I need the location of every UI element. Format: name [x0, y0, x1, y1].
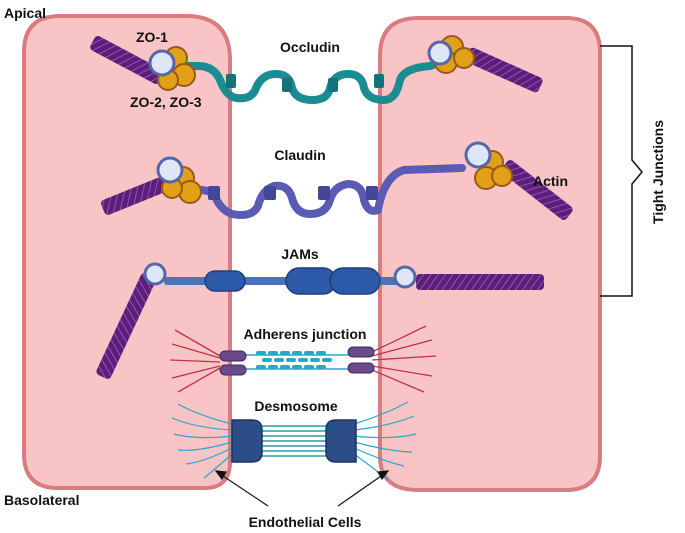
claudin-label: Claudin — [274, 147, 325, 163]
adherens-label: Adherens junction — [244, 326, 367, 342]
tight-junctions-label: Tight Junctions — [650, 120, 666, 224]
endothelial-label: Endothelial Cells — [249, 514, 362, 530]
right-cell — [378, 16, 602, 492]
zo23-label: ZO-2, ZO-3 — [130, 94, 202, 110]
tight-junctions-bracket — [600, 45, 643, 297]
zo1-label: ZO-1 — [136, 29, 168, 45]
apical-label: Apical — [4, 5, 46, 21]
desmosome — [171, 401, 417, 481]
occludin-label: Occludin — [280, 39, 340, 55]
jams-protein — [164, 267, 404, 295]
actin-filament-icon — [90, 36, 573, 379]
desmosome-label: Desmosome — [254, 398, 337, 414]
basolateral-label: Basolateral — [4, 492, 79, 508]
occludin-protein — [172, 56, 450, 105]
zo1-protein-icon — [143, 40, 492, 289]
claudin-protein — [186, 164, 466, 219]
left-cell — [22, 14, 232, 491]
actin-label: Actin — [533, 173, 568, 189]
adherens-junction — [169, 325, 437, 393]
jams-label: JAMs — [281, 246, 319, 262]
endothelial-arrows — [214, 470, 390, 507]
